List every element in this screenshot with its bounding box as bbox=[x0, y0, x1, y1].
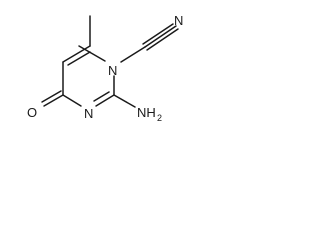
bond-cn-triple-1 bbox=[144, 25, 177, 48]
bond-cn-triple-3 bbox=[146, 28, 179, 51]
bond-c5-c6-inner bbox=[67, 51, 91, 66]
bond-c2-n3-inner bbox=[93, 91, 110, 102]
bond-c5-c6 bbox=[62, 45, 91, 63]
bond-c2-n3 bbox=[95, 94, 115, 107]
atom-n3: N bbox=[84, 106, 93, 121]
bond-c6-n1 bbox=[78, 45, 106, 62]
bond-n1-cn bbox=[120, 46, 146, 63]
bond-c4-o bbox=[43, 94, 64, 107]
structure-diagram: N N N O NH 2 bbox=[27, 13, 183, 123]
bond-n3-c4 bbox=[62, 94, 82, 107]
bond-cn-triple-2 bbox=[142, 23, 174, 45]
atom-o: O bbox=[27, 105, 37, 120]
bond-c2-nh2 bbox=[113, 94, 136, 108]
atom-amino: NH bbox=[137, 105, 156, 120]
bond-c4-o-inner bbox=[41, 90, 62, 103]
atom-amino-subscript: 2 bbox=[157, 113, 162, 123]
atom-nitrile-n: N bbox=[174, 13, 183, 28]
atom-n1: N bbox=[108, 63, 117, 78]
